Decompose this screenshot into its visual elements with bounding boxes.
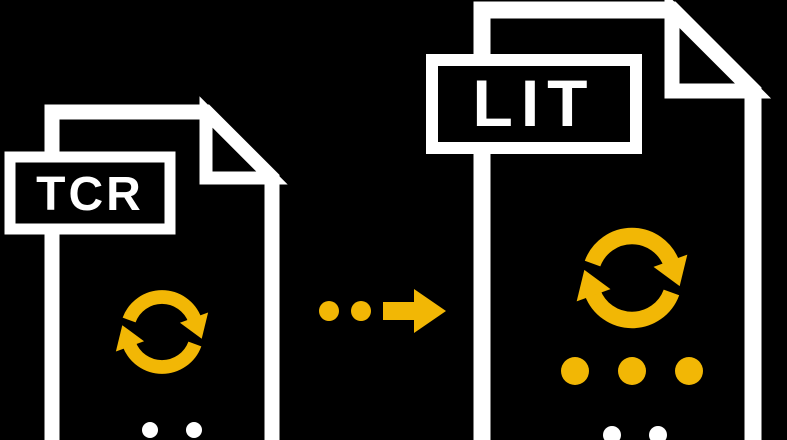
sync-arrow-top (584, 227, 680, 267)
sync-icon (576, 227, 688, 329)
target-file-icon: LIT (426, 0, 772, 440)
sync-arrowhead-bottom (576, 269, 611, 302)
sync-arrow-bottom (122, 341, 202, 374)
ellipsis-dot (649, 426, 667, 440)
content-dot (561, 357, 589, 385)
sync-arrow-top (122, 290, 202, 323)
source-file-icon: TCR (4, 96, 288, 440)
sync-arrow-bottom (584, 289, 680, 329)
sync-arrowhead-bottom (115, 325, 145, 352)
sync-icon (115, 290, 209, 374)
source-file-label: TCR (36, 168, 144, 221)
target-file-label: LIT (473, 66, 596, 140)
sync-arrowhead-top (179, 312, 209, 339)
file-label-box (426, 54, 642, 154)
conversion-arrow (319, 289, 446, 333)
content-dot (675, 357, 703, 385)
folded-corner-icon (664, 0, 772, 99)
arrow-dot (351, 301, 371, 321)
sync-arrowhead-top (653, 254, 688, 287)
arrow-right-icon (383, 289, 446, 333)
content-dot (618, 357, 646, 385)
arrow-dot (319, 301, 339, 321)
ellipsis-dot (603, 426, 621, 440)
file-label-box (4, 151, 176, 235)
ellipsis-dot (142, 422, 158, 438)
folded-corner-icon (199, 96, 288, 185)
ellipsis-dot (186, 422, 202, 438)
